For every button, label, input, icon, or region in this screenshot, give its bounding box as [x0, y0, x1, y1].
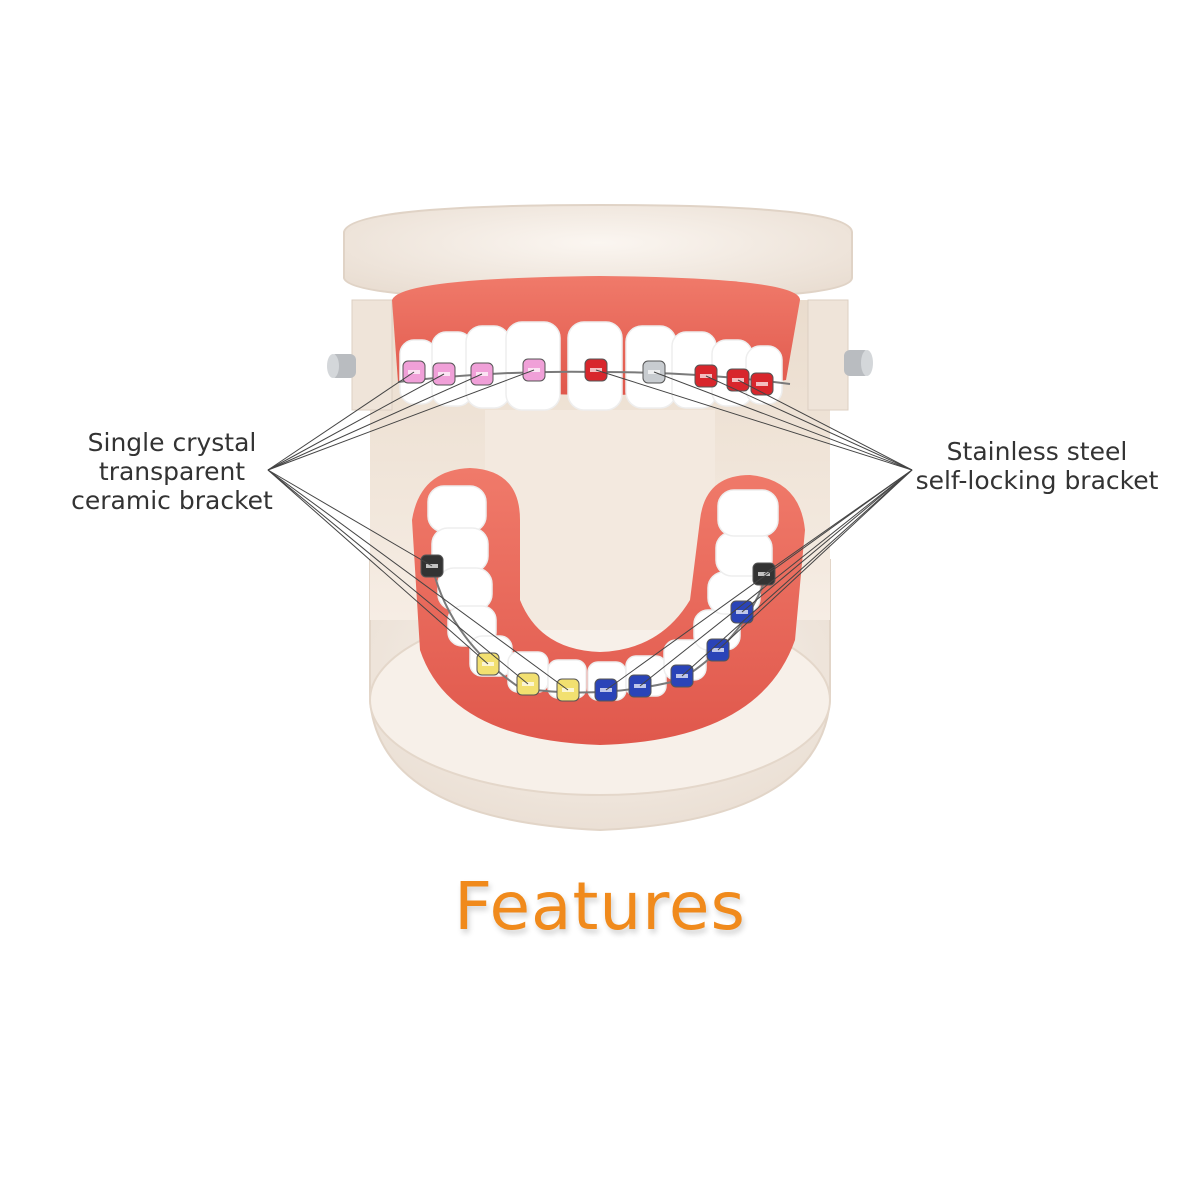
leader-lines-left — [267, 369, 569, 691]
left-leader-line-7 — [267, 469, 569, 691]
right-hinge-pin-icon — [844, 350, 873, 376]
callout-left-line-3: ceramic bracket — [71, 486, 273, 515]
leader-lines-right — [595, 369, 913, 691]
right-leader-line-2 — [653, 371, 913, 471]
right-leader-line-5 — [605, 469, 913, 691]
upper-teeth — [399, 321, 783, 411]
left-leader-line-8 — [267, 469, 433, 567]
right-leader-line-7 — [681, 469, 913, 677]
callout-right-line-1: Stainless steel — [946, 437, 1128, 466]
left-leader-line-3 — [267, 373, 483, 471]
left-leader-line-5 — [267, 469, 489, 665]
callout-steel-bracket: Stainless steel self-locking bracket — [912, 437, 1162, 495]
left-leader-line-6 — [267, 469, 529, 685]
right-leader-line-1 — [595, 369, 913, 471]
callout-right-line-2: self-locking bracket — [915, 466, 1159, 495]
right-leader-line-6 — [639, 469, 913, 687]
right-hinge-block — [807, 299, 849, 411]
right-leader-line-3 — [705, 375, 913, 471]
rear-wall-center — [485, 410, 715, 630]
right-leader-line-4 — [737, 379, 913, 471]
left-leader-line-2 — [267, 373, 445, 471]
callout-left-line-1: Single crystal — [87, 428, 257, 457]
callout-ceramic-bracket: Single crystal transparent ceramic brack… — [62, 428, 282, 515]
left-leader-line-4 — [267, 369, 535, 471]
left-hinge-block — [351, 299, 393, 411]
right-leader-line-9 — [741, 469, 913, 613]
left-hinge-pin-icon — [327, 354, 356, 378]
upper-bracket-slot-9 — [756, 382, 768, 386]
right-leader-line-8 — [717, 469, 913, 651]
left-leader-line-1 — [267, 371, 415, 471]
right-leader-line-10 — [763, 469, 913, 575]
callout-left-line-2: transparent — [98, 457, 246, 486]
features-title: Features — [454, 868, 746, 945]
